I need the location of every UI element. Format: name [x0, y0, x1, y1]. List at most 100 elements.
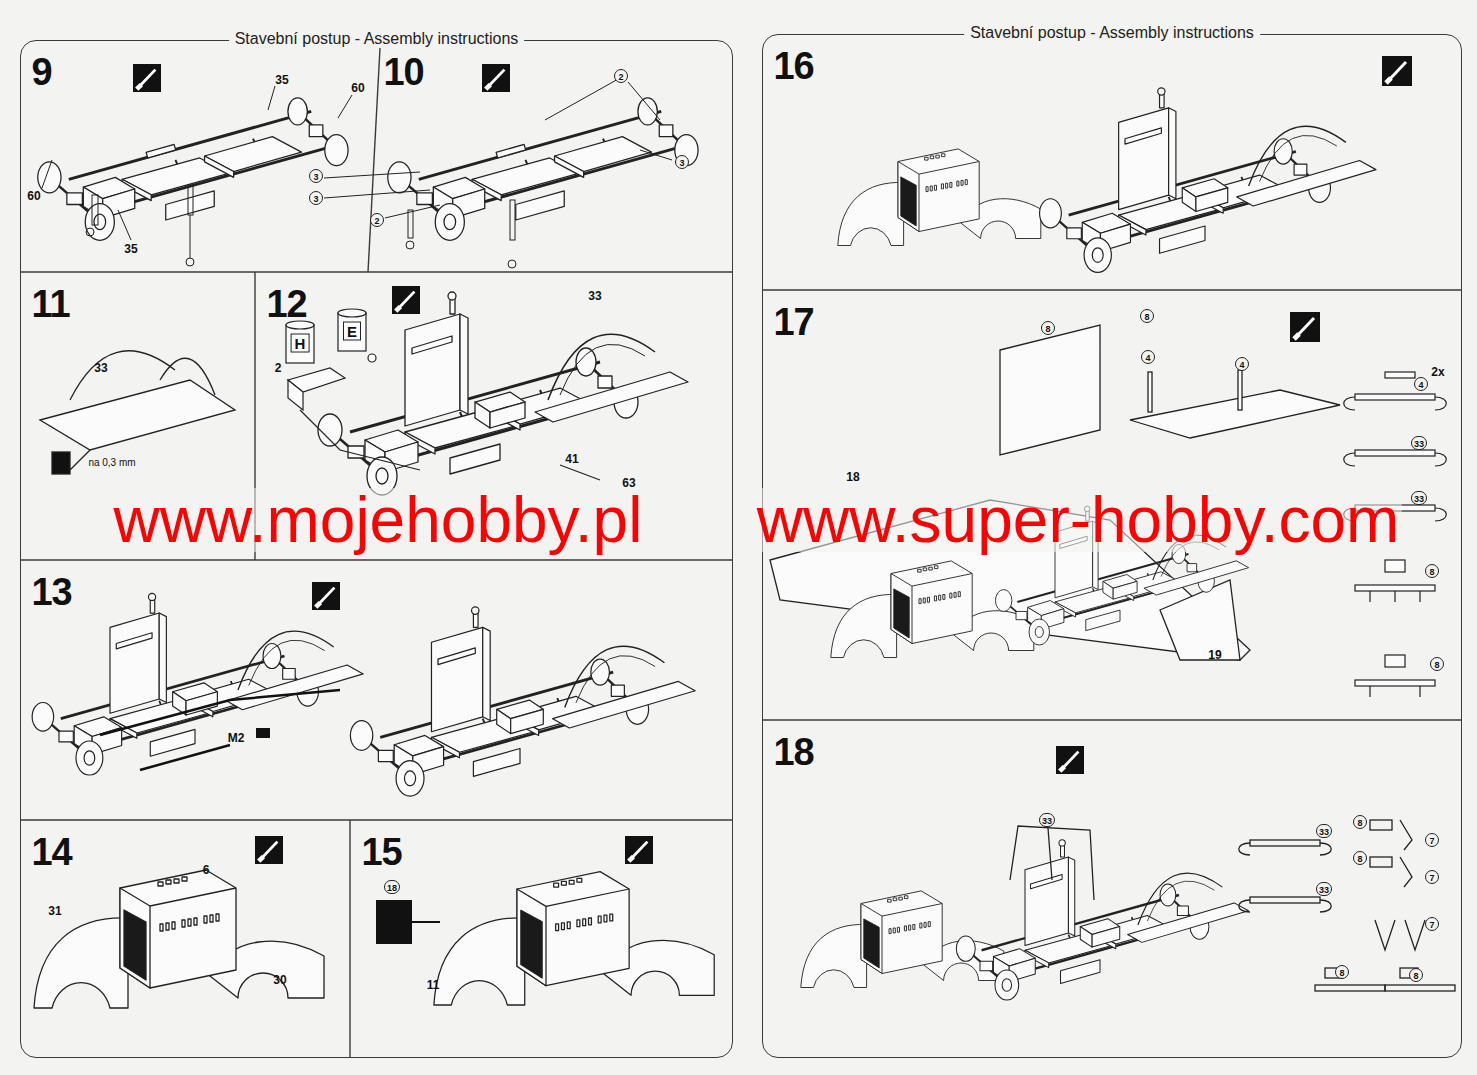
callout-number: 6	[203, 864, 210, 876]
callout-number: 4	[1235, 357, 1249, 371]
watermark: www.super-hobby.com	[755, 488, 1402, 552]
callout-number: 18	[846, 471, 859, 483]
drawing-g	[324, 78, 672, 268]
drawing-polygon	[1160, 580, 1240, 660]
callout-number: 8	[1425, 564, 1439, 578]
drawing-use	[1382, 56, 1412, 86]
drawing-rect	[376, 900, 412, 944]
callout-number: 7	[1425, 870, 1439, 884]
drawing-rect	[188, 185, 193, 215]
drawing-path	[1239, 900, 1332, 912]
drawing-rect	[1370, 857, 1392, 867]
callout-number: 33	[1316, 882, 1332, 896]
drawing-use	[350, 607, 695, 796]
callout-number: 60	[351, 82, 364, 94]
drawing-circle	[508, 260, 516, 268]
callout-number: 3	[309, 191, 323, 205]
callout-number: 2	[275, 362, 282, 374]
callout-number: 31	[48, 905, 61, 917]
drawing-path	[1344, 453, 1447, 466]
callout-number: 8	[1430, 657, 1444, 671]
drawing-use	[625, 836, 653, 864]
drawing-path	[1375, 920, 1425, 950]
drawing-path	[368, 48, 380, 272]
drawing-use	[312, 582, 340, 610]
callout-number: 33	[588, 290, 601, 302]
step-number: 12	[266, 285, 306, 323]
callout-number: 33	[1039, 813, 1055, 827]
drawing-rect	[1385, 372, 1415, 378]
step-number: 16	[773, 47, 813, 85]
drawing-path	[324, 78, 672, 218]
callout-number: 4	[1414, 377, 1428, 391]
callout-number: 60	[27, 190, 40, 202]
callout-number: 33	[1316, 824, 1332, 838]
drawing-path	[20, 271, 733, 272]
drawing-path	[20, 559, 733, 560]
step-panel: 15	[349, 819, 732, 1057]
drawing-circle	[186, 258, 194, 266]
drawing-polygon	[1000, 325, 1100, 455]
callout-number: 11	[427, 979, 440, 991]
step-number: 10	[383, 53, 423, 91]
callout-number: 41	[565, 453, 578, 465]
drawing-rect	[1385, 560, 1405, 572]
watermark: www.mojehobby.pl	[112, 488, 645, 552]
drawing-circle	[406, 241, 414, 249]
note: na 0,3 mm	[88, 458, 135, 468]
drawing-polygon	[40, 380, 235, 450]
callout-number: 8	[1353, 851, 1367, 865]
callout-number: 8	[1409, 968, 1423, 982]
step-number: 11	[31, 285, 69, 323]
drawing-path	[70, 351, 175, 400]
drawing-use	[482, 64, 510, 92]
drawing-g	[20, 48, 1462, 1058]
callout-number: 7	[1425, 833, 1439, 847]
callout-number: 18	[384, 880, 400, 894]
callout-number: 2	[614, 69, 628, 83]
sheet-heading: Stavební postup - Assembly instructions	[229, 30, 525, 48]
drawing-use	[838, 149, 1041, 246]
callout-number: 8	[1140, 309, 1154, 323]
drawing-use	[392, 286, 420, 314]
drawing-path	[42, 86, 352, 240]
drawing-rect	[408, 210, 413, 238]
drawing-use	[318, 292, 688, 495]
drawing-ellipse	[338, 309, 366, 317]
callout-number: 2x	[1431, 366, 1444, 378]
callout-number: 30	[273, 974, 286, 986]
drawing-rect	[1238, 370, 1242, 410]
callout-number: 35	[275, 74, 288, 86]
drawing-path	[300, 410, 600, 480]
drawing-rect	[286, 325, 314, 363]
drawing-rect	[1355, 450, 1435, 456]
drawing-path	[160, 358, 215, 395]
drawing-path	[762, 289, 1462, 290]
step-number: 15	[361, 833, 401, 871]
drawing-g	[40, 351, 235, 474]
callout-number: 7	[1425, 917, 1439, 931]
drawing-rect	[1250, 897, 1320, 903]
drawing-rect	[1355, 585, 1435, 591]
drawing-path	[70, 450, 90, 470]
paint-code: H	[291, 334, 310, 353]
drawing-path	[1010, 826, 1094, 900]
drawing-rect	[1315, 985, 1385, 991]
drawing-use	[1040, 88, 1376, 273]
drawing-use	[34, 870, 324, 1008]
step-panel: 9	[19, 39, 371, 271]
drawing-use	[956, 840, 1248, 1000]
drawing-rect	[92, 195, 98, 225]
drawing-path	[1400, 857, 1412, 887]
drawing-use	[388, 98, 698, 241]
drawing-path	[762, 719, 1462, 720]
drawing-circle	[368, 354, 376, 362]
drawing-rect	[256, 728, 270, 738]
callout-number: 2	[370, 213, 384, 227]
drawing-path	[1344, 397, 1447, 410]
drawing-path	[1400, 820, 1412, 850]
drawing-path	[349, 820, 350, 1058]
step-panel: 13	[19, 559, 732, 819]
drawing-path	[1048, 828, 1052, 880]
drawing-circle	[86, 228, 94, 236]
